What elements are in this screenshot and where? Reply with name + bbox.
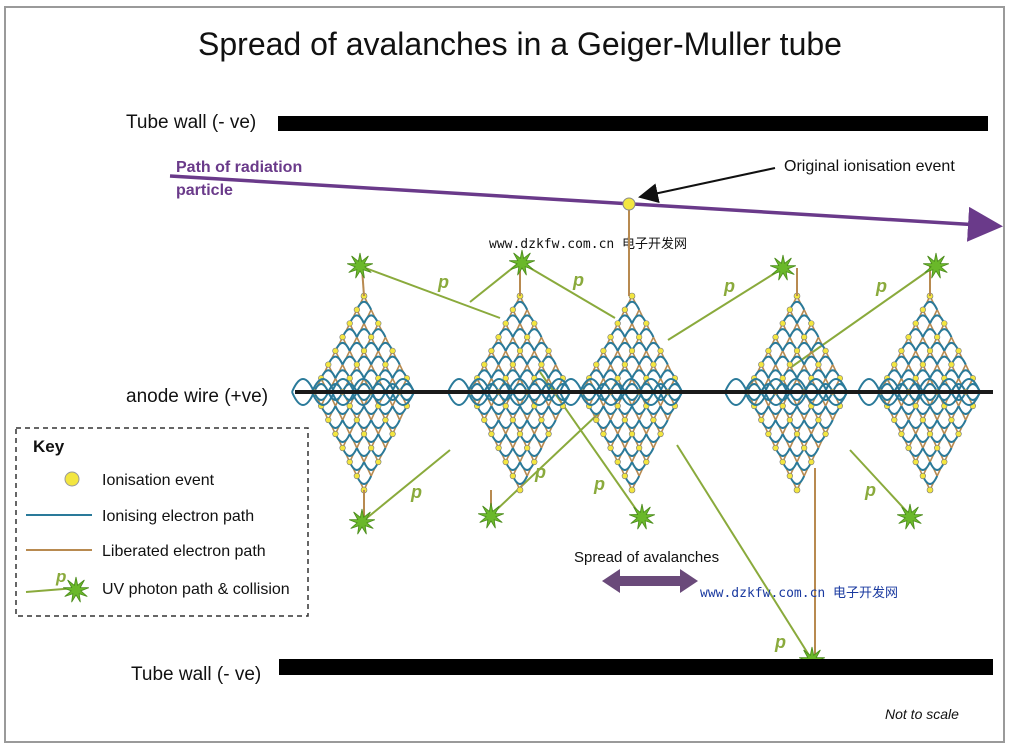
photon-p-label: p bbox=[723, 276, 735, 296]
original-event-label: Original ionisation event bbox=[784, 158, 955, 175]
spread-label: Spread of avalanches bbox=[574, 549, 719, 566]
spread-double-arrow bbox=[602, 569, 698, 593]
key: Key Ionisation event Ionising electron p… bbox=[15, 427, 309, 617]
key-item-ionising: Ionising electron path bbox=[102, 508, 254, 525]
watermark-2: www.dzkfw.com.cn 电子开发网 bbox=[700, 585, 898, 601]
photon-p-label: p bbox=[410, 482, 422, 502]
key-item-ionisation: Ionisation event bbox=[102, 472, 215, 489]
key-item-liberated: Liberated electron path bbox=[102, 543, 266, 560]
photon-p-label: p bbox=[572, 270, 584, 290]
photon-p-label: p bbox=[534, 462, 546, 482]
original-event-pointer bbox=[638, 167, 776, 203]
tube-wall-bottom-label: Tube wall (- ve) bbox=[131, 664, 261, 685]
key-item-photon: UV photon path & collision bbox=[102, 581, 290, 598]
photon-p-label: p bbox=[875, 276, 887, 296]
watermark-1: www.dzkfw.com.cn 电子开发网 bbox=[489, 236, 687, 252]
key-star-icon bbox=[63, 576, 89, 603]
collision-star-icon bbox=[478, 502, 504, 529]
tube-wall-bottom bbox=[279, 659, 993, 675]
tube-wall-top bbox=[278, 116, 988, 131]
collision-stars bbox=[347, 249, 949, 673]
diagram-title: Spread of avalanches in a Geiger-Muller … bbox=[198, 26, 842, 62]
key-star-shape-icon bbox=[63, 576, 89, 603]
avalanche-5 bbox=[857, 292, 981, 494]
tube-wall-top-label: Tube wall (- ve) bbox=[126, 112, 256, 133]
not-to-scale-note: Not to scale bbox=[885, 706, 959, 722]
photon-p-label: p bbox=[774, 632, 786, 652]
collision-star-icon bbox=[770, 254, 796, 281]
avalanche-2 bbox=[447, 292, 571, 494]
key-heading: Key bbox=[33, 437, 65, 456]
anode-wire-label: anode wire (+ve) bbox=[126, 386, 268, 407]
key-photon-symbol: p bbox=[55, 567, 66, 586]
photon-p-label: p bbox=[864, 480, 876, 500]
original-ionisation-event bbox=[622, 197, 636, 211]
avalanche-4 bbox=[724, 292, 848, 494]
collision-star-icon bbox=[509, 249, 535, 276]
radiation-path-label-2: particle bbox=[176, 182, 233, 199]
key-ionisation-swatch bbox=[64, 471, 80, 487]
photon-labels: p p p p p p p p p bbox=[410, 270, 887, 652]
collision-star-icon bbox=[349, 508, 375, 535]
photon-p-label: p bbox=[593, 474, 605, 494]
collision-star-icon bbox=[629, 503, 655, 530]
radiation-path-label-1: Path of radiation bbox=[176, 159, 302, 176]
photon-p-label: p bbox=[437, 272, 449, 292]
collision-star-icon bbox=[897, 503, 923, 530]
radiation-path-arrow bbox=[169, 174, 1003, 242]
collision-star-icon bbox=[347, 252, 373, 279]
collision-star-icon bbox=[923, 252, 949, 279]
